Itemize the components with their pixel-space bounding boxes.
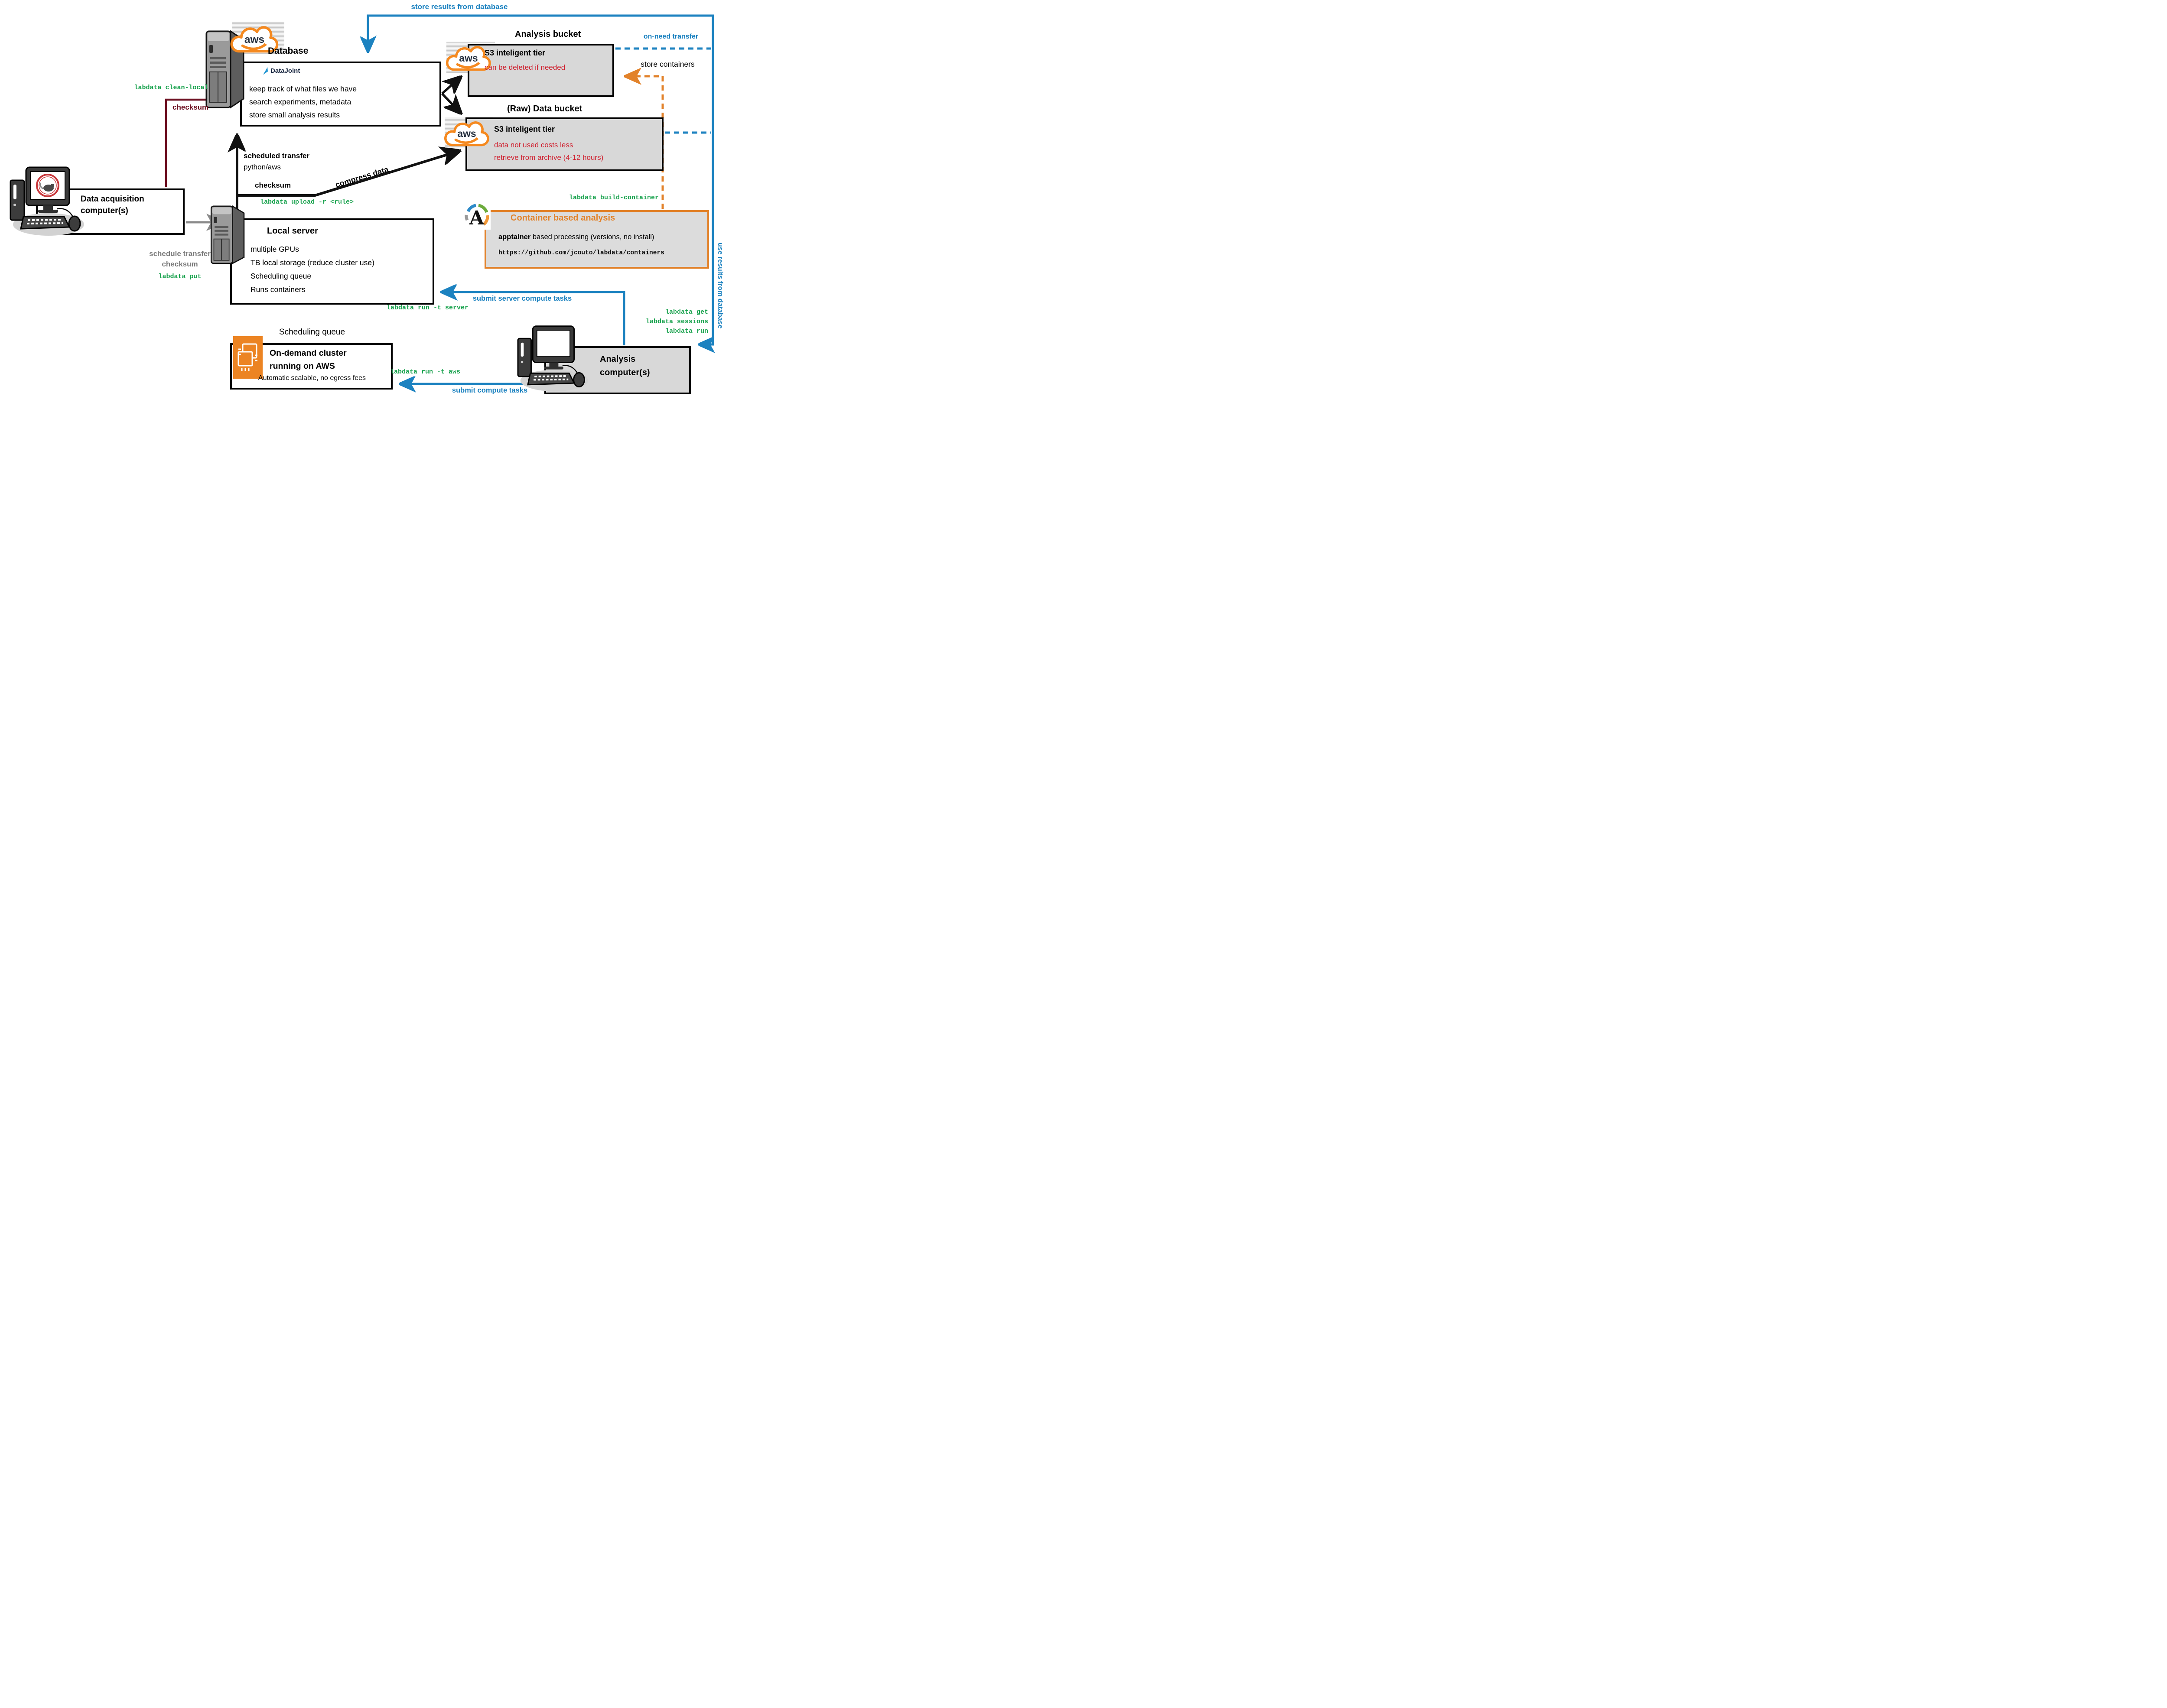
database-box xyxy=(240,62,441,127)
datajoint-text: DataJoint xyxy=(270,67,300,75)
local-server-title: Local server xyxy=(267,226,318,236)
arrow-use-results xyxy=(698,334,713,344)
raw-bucket-title: (Raw) Data bucket xyxy=(507,104,582,114)
acquisition-computer-icon xyxy=(10,166,84,236)
analysis-computers-title-line: computer(s) xyxy=(600,368,650,377)
analysis-bucket-note: can be deleted if needed xyxy=(485,63,566,71)
raw-bucket-note: retrieve from archive (4-12 hours) xyxy=(494,153,604,162)
scheduled-transfer-label: scheduled transfer xyxy=(244,152,310,160)
store-results-label: store results from database xyxy=(411,3,508,11)
line-clean-local xyxy=(165,98,241,187)
arrow-db-to-raw-bucket xyxy=(441,93,462,114)
data-acquisition-title-line: computer(s) xyxy=(81,206,128,215)
analysis-bucket-subtitle: S3 inteligent tier xyxy=(485,49,546,57)
analysis-computer-icon xyxy=(517,325,588,392)
aws-cloud-icon: aws xyxy=(446,46,491,71)
build-container-label: labdata build-container xyxy=(569,194,659,201)
local-server-lines: multiple GPUs TB local storage (reduce c… xyxy=(251,243,374,296)
cluster-title-line: On-demand cluster xyxy=(270,348,347,358)
clean-local-label: labdata clean-local xyxy=(134,84,208,91)
aws-cloud-icon: aws xyxy=(444,121,489,146)
local-server-line: Runs containers xyxy=(251,285,306,294)
on-need-transfer-label: on-need transfer xyxy=(643,33,699,40)
server-tower-icon xyxy=(210,205,245,265)
analysis-computers-title: Analysis computer(s) xyxy=(600,353,650,380)
database-note: search experiments, metadata xyxy=(249,97,351,106)
container-repo-url: https://github.com/jcouto/labdata/contai… xyxy=(498,250,664,257)
upload-rule-label: labdata upload -r <rule> xyxy=(260,198,354,206)
run-t-server-label: labdata run -t server xyxy=(387,304,469,312)
container-analysis-title: Container based analysis xyxy=(511,213,615,223)
database-note: store small analysis results xyxy=(249,110,340,119)
apptainer-term: apptainer xyxy=(498,233,531,241)
arrow-db-to-analysis-bucket xyxy=(441,76,462,94)
scheduling-queue-heading: Scheduling queue xyxy=(279,328,345,337)
python-aws-label: python/aws xyxy=(244,163,281,171)
schedule-transfer-gray-label: schedule transfer xyxy=(149,250,211,258)
svg-text:aws: aws xyxy=(457,128,476,139)
analysis-computers-title-line: Analysis xyxy=(600,354,636,364)
cluster-title: On-demand cluster running on AWS xyxy=(270,347,347,373)
data-acquisition-title: Data acquisition computer(s) xyxy=(81,193,144,217)
container-analysis-box xyxy=(485,210,709,269)
raw-bucket-notes: data not used costs less retrieve from a… xyxy=(494,139,603,164)
apptainer-rest: based processing (versions, no install) xyxy=(530,233,654,241)
compress-data-label: compress data xyxy=(334,165,390,189)
apptainer-logo-icon: A xyxy=(463,202,491,230)
labdata-sessions-label: labdata sessions xyxy=(645,318,708,325)
local-server-line: Scheduling queue xyxy=(251,272,312,280)
svg-text:A: A xyxy=(469,207,485,229)
submit-server-tasks-label: submit server compute tasks xyxy=(472,295,572,302)
datajoint-logo: DataJoint xyxy=(262,66,300,75)
database-title: Database xyxy=(268,46,309,56)
raw-bucket-subtitle: S3 inteligent tier xyxy=(494,125,555,133)
local-server-line: TB local storage (reduce cluster use) xyxy=(251,258,374,267)
analysis-bucket-box xyxy=(468,44,614,97)
svg-text:aws: aws xyxy=(459,52,478,64)
checksum-maroon-label: checksum xyxy=(172,103,209,111)
container-analysis-line: apptainer based processing (versions, no… xyxy=(498,233,654,241)
labdata-put-label: labdata put xyxy=(158,273,202,280)
datajoint-icon xyxy=(262,66,268,75)
architecture-diagram: aws aws aws xyxy=(0,0,741,427)
raw-bucket-note: data not used costs less xyxy=(494,141,573,149)
submit-compute-tasks-label: submit compute tasks xyxy=(452,386,528,394)
checksum-gray-label: checksum xyxy=(162,260,198,268)
cluster-subtitle: Automatic scalable, no egress fees xyxy=(258,374,366,382)
data-acquisition-title-line: Data acquisition xyxy=(81,195,144,204)
run-t-aws-label: labdata run -t aws xyxy=(390,368,461,376)
database-note: keep track of what files we have xyxy=(249,84,357,93)
aws-cloud-icon: aws xyxy=(230,26,279,53)
use-results-label: use results from database xyxy=(716,243,724,329)
ec2-chip-icon xyxy=(233,336,263,379)
labdata-run-label: labdata run xyxy=(665,328,708,335)
local-server-box xyxy=(230,218,434,305)
local-server-line: multiple GPUs xyxy=(251,245,299,253)
svg-text:aws: aws xyxy=(244,34,264,45)
analysis-bucket-title: Analysis bucket xyxy=(515,29,581,39)
labdata-get-label: labdata get xyxy=(665,308,708,316)
raw-bucket-box xyxy=(465,117,664,171)
checksum-label: checksum xyxy=(255,181,291,189)
cluster-title-line: running on AWS xyxy=(270,361,335,371)
database-notes: keep track of what files we have search … xyxy=(249,82,357,121)
store-containers-label: store containers xyxy=(641,60,695,68)
